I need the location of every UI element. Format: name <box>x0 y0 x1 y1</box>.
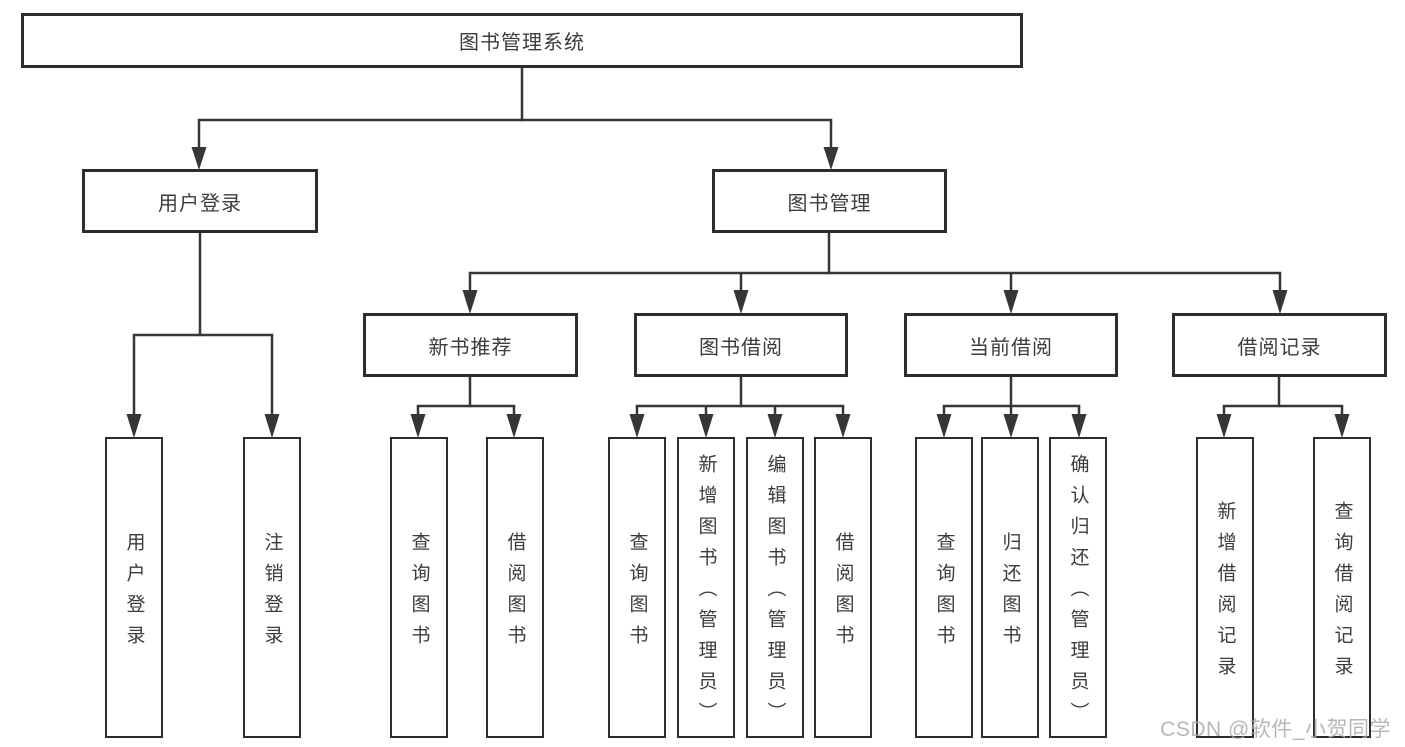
leaf-user-login: 用户登录 <box>105 437 163 738</box>
node-root-system: 图书管理系统 <box>21 13 1023 68</box>
node-book-borrow: 图书借阅 <box>634 313 848 377</box>
leaf-bb-add-book: 新增图书（管理员） <box>677 437 735 738</box>
leaf-br-add-record: 新增借阅记录 <box>1196 437 1254 738</box>
leaf-cb-return-book-label: 归还图书 <box>999 531 1021 656</box>
leaf-cb-confirm-return: 确认归还（管理员） <box>1049 437 1107 738</box>
leaf-bb-query-book-label: 查询图书 <box>626 531 648 656</box>
leaf-bb-add-book-label: 新增图书（管理员） <box>695 454 717 733</box>
leaf-logout: 注销登录 <box>243 437 301 738</box>
connector-borrow-records <box>1216 377 1350 438</box>
leaf-bb-borrow-book-label: 借阅图书 <box>832 531 854 656</box>
node-current-borrow-label: 当前借阅 <box>969 336 1053 359</box>
leaf-br-query-record-label: 查询借阅记录 <box>1331 500 1353 687</box>
connector-book-borrow <box>629 377 851 438</box>
leaf-cb-query-book-label: 查询图书 <box>933 531 955 656</box>
leaf-cb-query-book: 查询图书 <box>915 437 973 738</box>
node-book-borrow-label: 图书借阅 <box>699 336 783 359</box>
csdn-watermark: CSDN @软件_小贺同学 <box>1160 718 1391 741</box>
connector-new-book-rec <box>410 377 522 438</box>
leaf-br-add-record-label: 新增借阅记录 <box>1214 500 1236 687</box>
leaf-user-login-label: 用户登录 <box>123 531 145 656</box>
leaf-logout-label: 注销登录 <box>261 531 283 656</box>
leaf-bb-borrow-book: 借阅图书 <box>814 437 872 738</box>
node-book-mgmt: 图书管理 <box>712 169 947 233</box>
leaf-rec-query-book-label: 查询图书 <box>408 531 430 656</box>
node-new-book-rec: 新书推荐 <box>363 313 578 377</box>
connector-root <box>191 68 839 170</box>
node-root-system-label: 图书管理系统 <box>459 32 585 54</box>
node-book-mgmt-label: 图书管理 <box>787 192 872 215</box>
leaf-rec-borrow-book-label: 借阅图书 <box>504 531 526 656</box>
leaf-rec-borrow-book: 借阅图书 <box>486 437 544 738</box>
node-new-book-rec-label: 新书推荐 <box>428 336 513 359</box>
connector-book-mgmt <box>462 233 1288 314</box>
leaf-bb-query-book: 查询图书 <box>608 437 666 738</box>
connector-current-borrow <box>936 377 1087 438</box>
connector-user-login <box>126 233 280 438</box>
leaf-br-query-record: 查询借阅记录 <box>1313 437 1371 738</box>
node-borrow-records: 借阅记录 <box>1172 313 1387 377</box>
leaf-rec-query-book: 查询图书 <box>390 437 448 738</box>
node-borrow-records-label: 借阅记录 <box>1237 336 1322 359</box>
node-user-login-label: 用户登录 <box>158 192 242 215</box>
leaf-cb-return-book: 归还图书 <box>981 437 1039 738</box>
node-current-borrow: 当前借阅 <box>904 313 1118 377</box>
leaf-bb-edit-book: 编辑图书（管理员） <box>746 437 804 738</box>
leaf-bb-edit-book-label: 编辑图书（管理员） <box>764 454 786 733</box>
leaf-cb-confirm-return-label: 确认归还（管理员） <box>1067 454 1089 733</box>
node-user-login: 用户登录 <box>82 169 318 233</box>
